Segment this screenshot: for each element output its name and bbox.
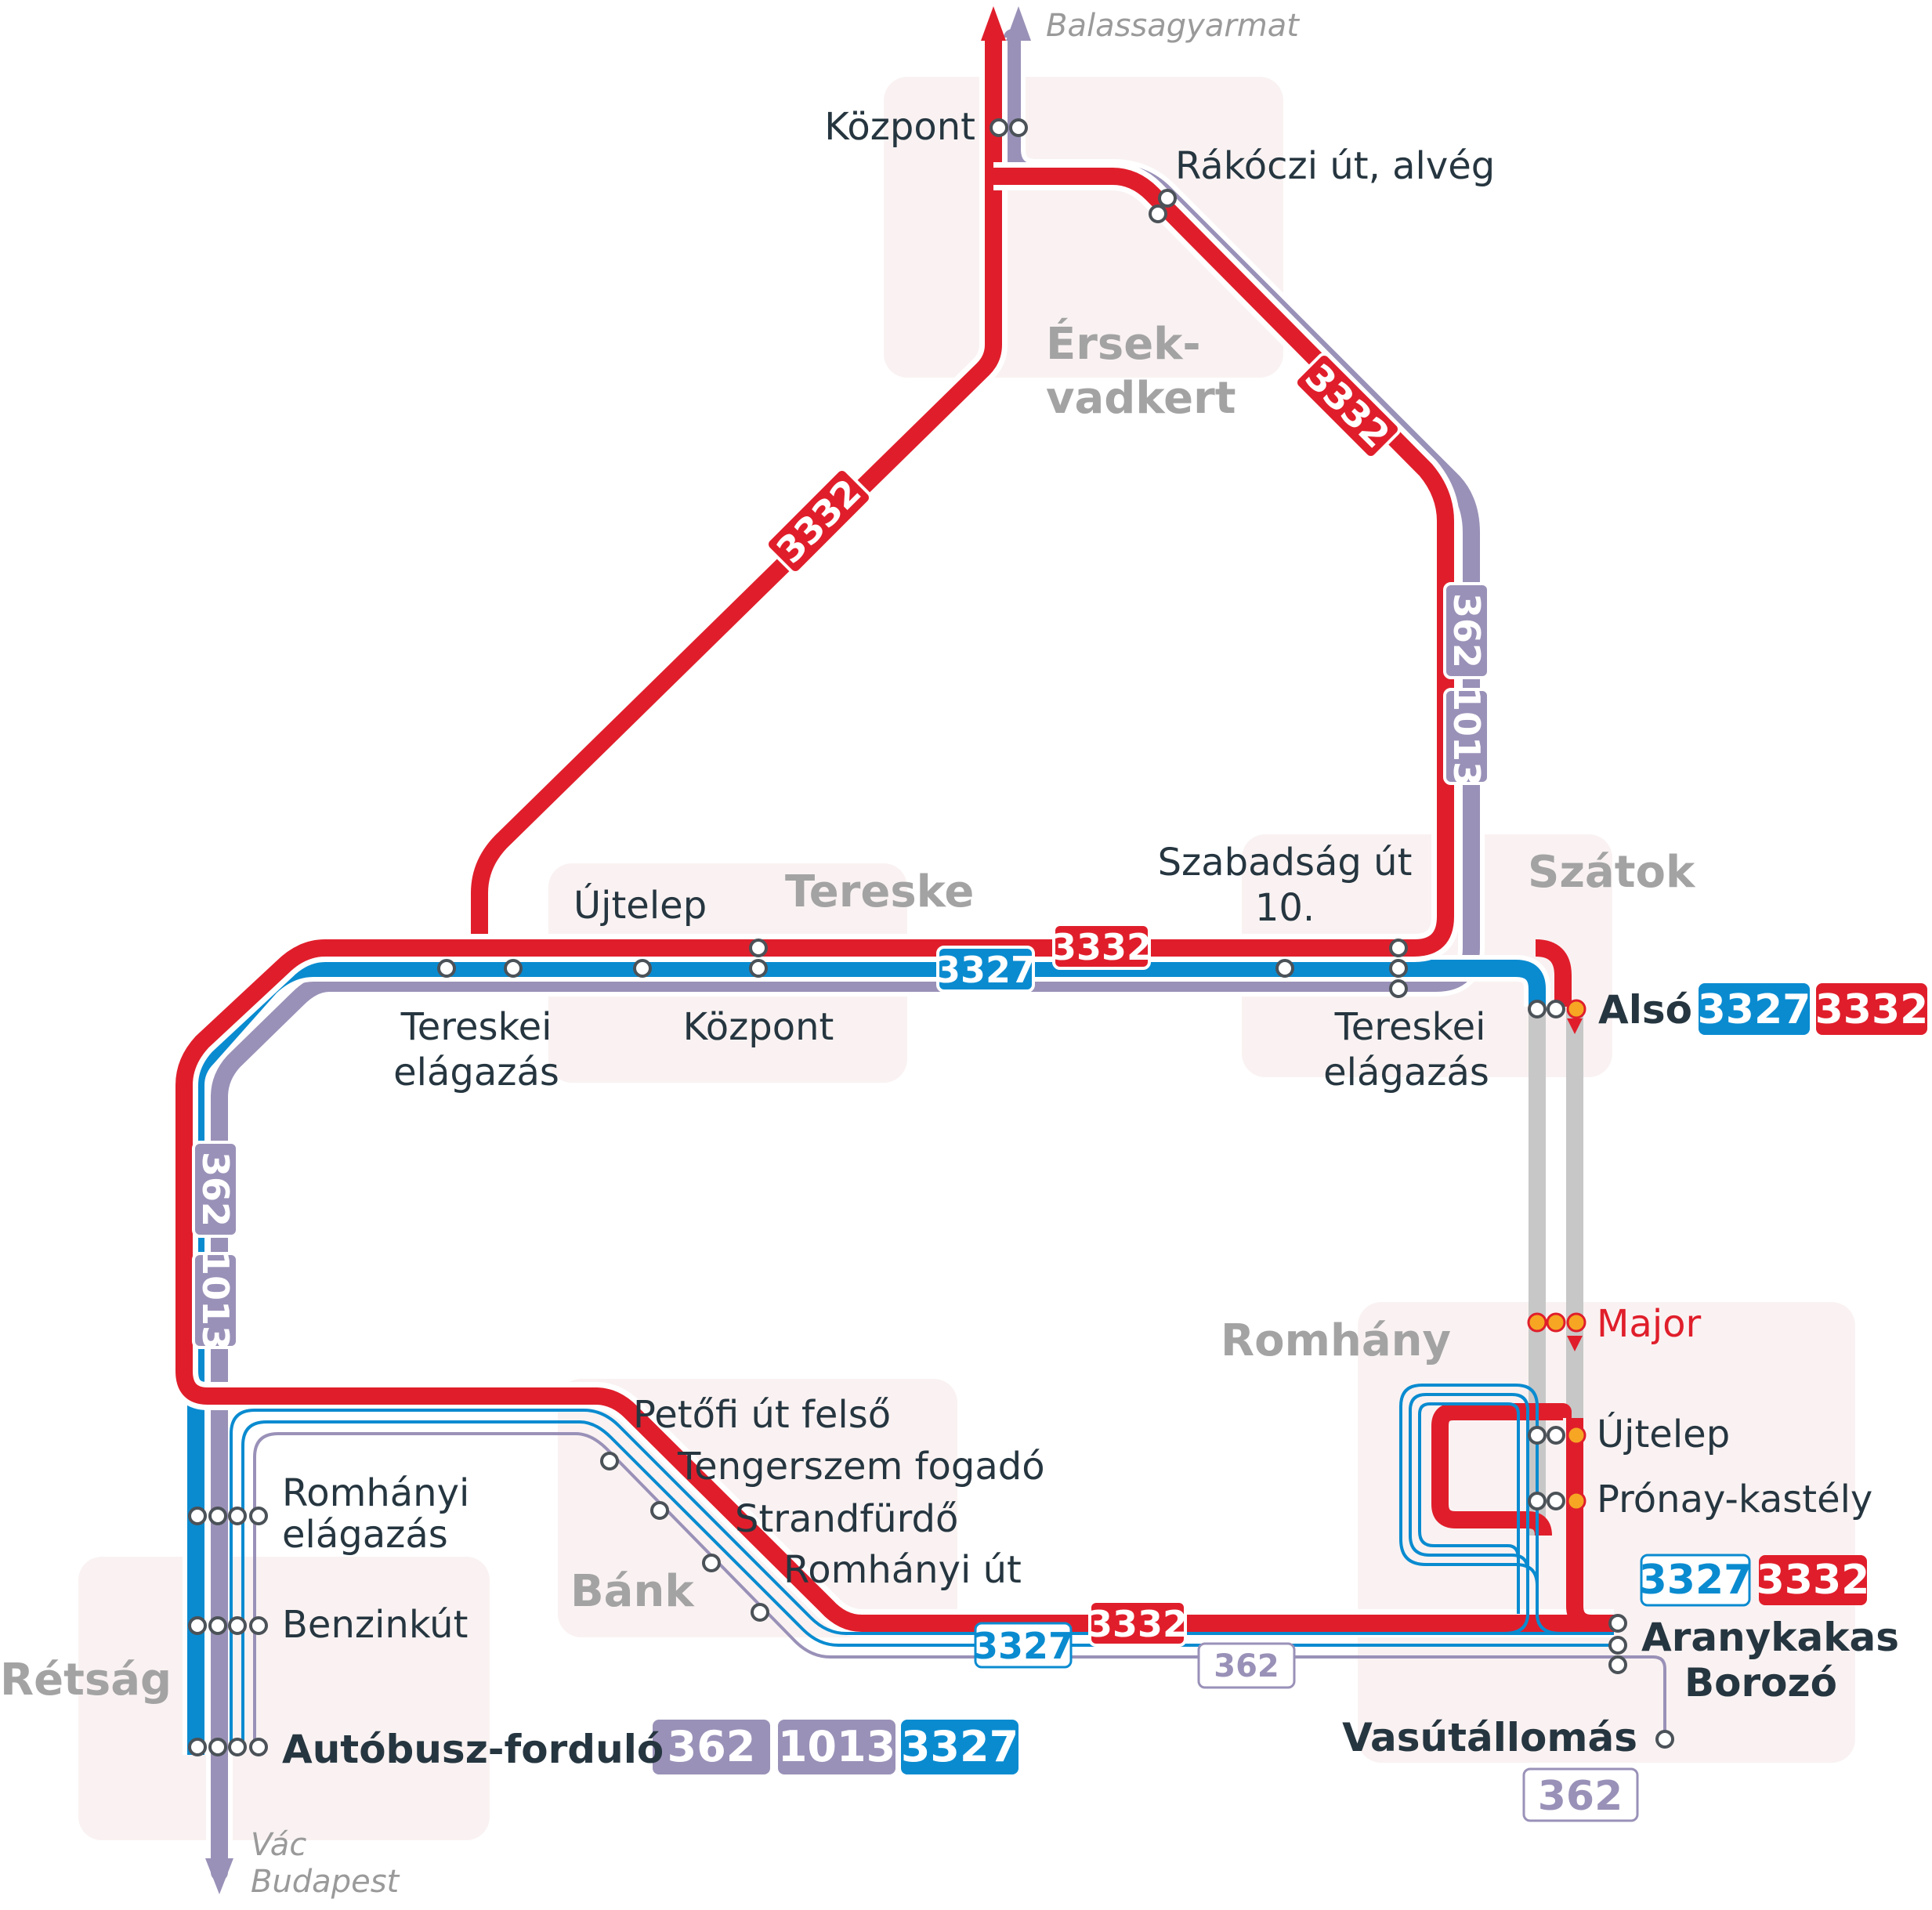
badge-362-retsag: 362 xyxy=(192,1141,239,1238)
direction-arrows xyxy=(205,6,1583,1894)
destination-south-1: Vác xyxy=(251,1827,306,1863)
svg-text:362: 362 xyxy=(1538,1773,1623,1820)
autobusz-badge-3327: 3327 xyxy=(901,1720,1018,1774)
town-romhany: Romhány xyxy=(1221,1315,1451,1366)
badge-3332-diag-left: 3332 xyxy=(765,468,872,574)
request-stop-icon xyxy=(1566,999,1586,1019)
stop-petofi: Petőfi út felső xyxy=(633,1393,891,1437)
badge-3327-tereske: 3327 xyxy=(935,946,1036,993)
stop-ujtelep-romhany: Újtelep xyxy=(1597,1412,1730,1456)
arrow-south-purple xyxy=(205,1858,233,1894)
town-szatok: Szátok xyxy=(1528,847,1696,898)
stop-szabadsag-1: Szabadság út xyxy=(1158,841,1413,884)
request-stop-icon xyxy=(1566,1425,1586,1445)
town-ersekvadkert-1: Érsek- xyxy=(1046,318,1201,370)
stop-tengerszem: Tengerszem fogadó xyxy=(677,1445,1045,1489)
svg-text:3332: 3332 xyxy=(1757,1557,1870,1604)
stop-vasutallomas: Vasútállomás xyxy=(1342,1715,1637,1760)
stop-tereske-kozpont: Központ xyxy=(683,1005,834,1049)
arrow-north-purple xyxy=(1006,6,1031,41)
request-stop-icon xyxy=(1527,1312,1547,1333)
aranykakas-badge-3327: 3327 xyxy=(1639,1554,1753,1607)
request-stop-icon xyxy=(1566,1491,1586,1511)
arrow-north-red xyxy=(981,6,1006,41)
request-stop-icon xyxy=(1566,1312,1586,1333)
svg-text:362: 362 xyxy=(194,1152,237,1227)
svg-text:362: 362 xyxy=(1445,593,1488,668)
thin-lines-bank xyxy=(230,1384,1666,1747)
autobusz-badge-1013: 1013 xyxy=(778,1720,895,1774)
svg-text:362: 362 xyxy=(1214,1648,1279,1684)
badge-1013-szatok: 1013 xyxy=(1443,686,1490,787)
town-labels: Érsek- vadkert Tereske Szátok Romhány Bá… xyxy=(0,318,1696,1706)
svg-text:3327: 3327 xyxy=(1639,1557,1753,1604)
svg-text:362: 362 xyxy=(668,1722,756,1771)
svg-text:3332: 3332 xyxy=(1815,986,1929,1033)
stop-romhanyi-elag-1: Romhányi xyxy=(282,1471,469,1515)
stop-autobusz: Autóbusz-forduló xyxy=(282,1727,664,1772)
stop-major: Major xyxy=(1597,1302,1702,1346)
stop-pronay: Prónay-kastély xyxy=(1597,1478,1872,1521)
stop-szatok-elag-2: elágazás xyxy=(1323,1051,1489,1094)
stop-tereskei-elag-1: Tereskei xyxy=(400,1005,552,1049)
stop-badges: 3327 3332 3327 3332 362 362 1013 3327 xyxy=(653,983,1929,1822)
svg-text:3327: 3327 xyxy=(901,1722,1018,1771)
vasut-badge-362: 362 xyxy=(1522,1767,1639,1822)
aranykakas-badge-3332: 3332 xyxy=(1757,1555,1870,1605)
svg-text:1013: 1013 xyxy=(194,1250,237,1351)
badge-3332-bank: 3332 xyxy=(1087,1600,1188,1647)
badge-3332-tereske: 3332 xyxy=(1051,923,1152,970)
svg-text:3327: 3327 xyxy=(973,1625,1073,1667)
stop-markers xyxy=(188,118,1674,1756)
town-ersekvadkert-2: vadkert xyxy=(1046,373,1236,424)
stop-benzinkut: Benzinkút xyxy=(282,1603,468,1647)
destination-labels: Balassagyarmat Vác Budapest xyxy=(251,8,1300,1900)
badge-1013-retsag: 1013 xyxy=(192,1250,239,1351)
stop-also: Alsó xyxy=(1598,987,1692,1033)
stop-ujtelep-tereske: Újtelep xyxy=(573,883,707,928)
stop-romhanyi-elag-2: elágazás xyxy=(282,1513,448,1557)
zone-retsag xyxy=(78,1557,490,1840)
town-tereske: Tereske xyxy=(785,866,974,917)
town-bank: Bánk xyxy=(570,1566,695,1617)
svg-text:3327: 3327 xyxy=(1698,986,1811,1033)
also-badge-3327: 3327 xyxy=(1698,983,1811,1035)
destination-north: Balassagyarmat xyxy=(1046,8,1300,44)
badge-362-szatok: 362 xyxy=(1443,582,1490,679)
request-stop-markers xyxy=(1527,999,1586,1511)
stop-romhanyi-ut: Romhányi út xyxy=(783,1548,1022,1592)
stop-rakoczi: Rákóczi út, alvég xyxy=(1175,144,1495,188)
svg-text:3332: 3332 xyxy=(1087,1603,1188,1645)
svg-text:3327: 3327 xyxy=(935,949,1036,991)
svg-text:3332: 3332 xyxy=(1051,926,1152,968)
request-stop-icon xyxy=(1546,1312,1566,1333)
destination-south-2: Budapest xyxy=(251,1864,400,1900)
svg-text:1013: 1013 xyxy=(1445,686,1488,787)
stop-tereskei-elag-2: elágazás xyxy=(393,1051,559,1094)
stop-aranykakas-2: Borozó xyxy=(1684,1660,1837,1706)
badge-362-bank: 362 xyxy=(1197,1642,1296,1689)
svg-text:1013: 1013 xyxy=(778,1722,895,1771)
autobusz-badge-362: 362 xyxy=(653,1720,770,1774)
town-retsag: Rétság xyxy=(0,1655,172,1706)
stop-szabadsag-2: 10. xyxy=(1255,886,1315,930)
svg-text:3332: 3332 xyxy=(769,471,870,572)
badge-3327-bank: 3327 xyxy=(973,1622,1073,1669)
stop-aranykakas-1: Aranykakas xyxy=(1641,1615,1899,1660)
stop-ersek-kozpont: Központ xyxy=(824,105,975,149)
also-badge-3332: 3332 xyxy=(1815,983,1929,1035)
stop-strandfurdo: Strandfürdő xyxy=(735,1497,958,1541)
stop-labels: Központ Rákóczi út, alvég Újtelep Teresk… xyxy=(282,105,1899,1772)
stop-szatok-elag-1: Tereskei xyxy=(1334,1005,1486,1049)
